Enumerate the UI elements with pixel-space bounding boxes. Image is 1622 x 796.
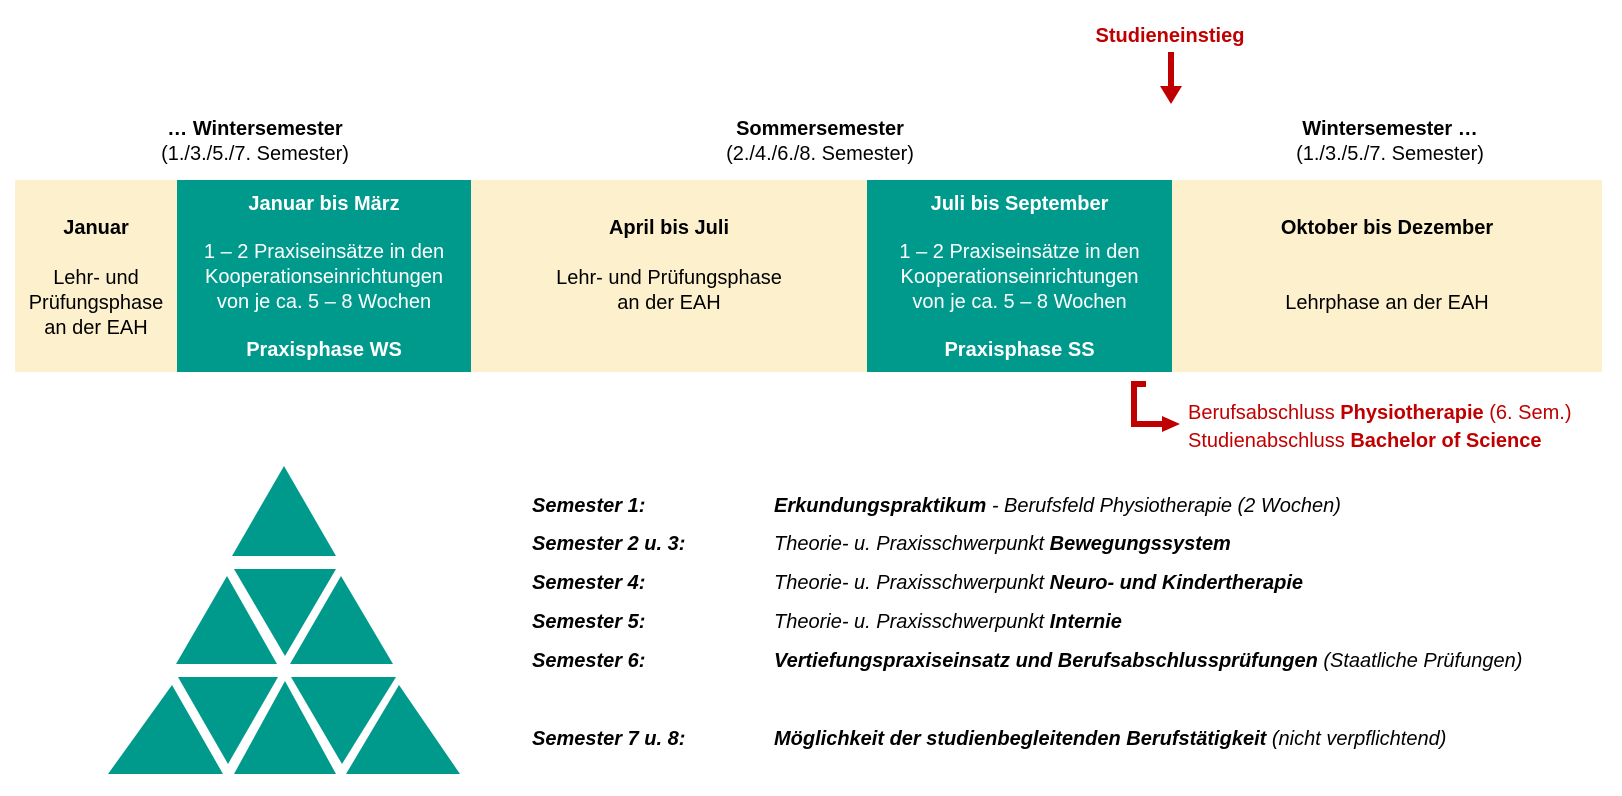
block-title: Januar bis März xyxy=(248,193,400,215)
degree-bracket-arrow-icon xyxy=(1131,381,1180,432)
degree-line-profession: Berufsabschluss Physiotherapie (6. Sem.) xyxy=(1188,402,1572,424)
block-text: an der EAH xyxy=(617,292,721,314)
block-text: 1 – 2 Praxiseinsätze in den xyxy=(899,241,1140,263)
block-text: von je ca. 5 – 8 Wochen xyxy=(912,291,1127,313)
semester-detail: (1./3./5./7. Semester) xyxy=(161,143,349,165)
block-october-december: Oktober bis Dezember Lehrphase an der EA… xyxy=(1172,180,1602,372)
legend-label: Semester 6: xyxy=(532,650,646,672)
block-text: Kooperationseinrichtungen xyxy=(205,266,443,288)
block-text: Lehr- und xyxy=(53,267,139,289)
block-title: Oktober bis Dezember xyxy=(1280,217,1494,239)
legend-desc: Vertiefungspraxiseinsatz und Berufsabsch… xyxy=(774,650,1523,672)
degree-line-bachelor: Studienabschluss Bachelor of Science xyxy=(1188,430,1542,452)
semester-name: … Wintersemester xyxy=(167,118,343,140)
block-title: Juli bis September xyxy=(930,193,1109,215)
block-praxis-ss: Juli bis September 1 – 2 Praxiseinsätze … xyxy=(867,180,1172,372)
semester-name: Sommersemester xyxy=(736,118,904,140)
semester-name: Wintersemester … xyxy=(1302,118,1478,140)
legend-label: Semester 7 u. 8: xyxy=(532,728,686,750)
entry-arrow-icon xyxy=(1160,52,1182,104)
legend-desc: Möglichkeit der studienbegleitenden Beru… xyxy=(774,728,1447,750)
legend-desc: Theorie- u. Praxisschwerpunkt Neuro- und… xyxy=(774,572,1304,594)
entry-label: Studieneinstieg xyxy=(1095,25,1245,47)
legend-desc: Theorie- u. Praxisschwerpunkt Bewegungss… xyxy=(774,533,1231,555)
semester-header-ss: Sommersemester (2./4./6./8. Semester) xyxy=(670,117,970,167)
block-title: April bis Juli xyxy=(608,217,730,239)
legend-desc: Theorie- u. Praxisschwerpunkt Internie xyxy=(774,611,1122,633)
block-text: 1 – 2 Praxiseinsätze in den xyxy=(203,241,445,263)
block-text: Lehrphase an der EAH xyxy=(1285,292,1489,314)
block-text: Lehr- und Prüfungsphase xyxy=(556,267,782,289)
legend-label: Semester 1: xyxy=(532,495,646,517)
block-text: Prüfungsphase xyxy=(28,292,164,314)
block-praxis-ws: Januar bis März 1 – 2 Praxiseinsätze in … xyxy=(177,180,471,372)
block-title: Januar xyxy=(63,217,129,239)
legend-label: Semester 5: xyxy=(532,611,646,633)
semester-detail: (2./4./6./8. Semester) xyxy=(726,143,914,165)
legend-desc: Erkundungspraktikum - Berufsfeld Physiot… xyxy=(774,495,1341,517)
legend-label: Semester 4: xyxy=(532,572,646,594)
semester-header-ws-right: Wintersemester … (1./3./5./7. Semester) xyxy=(1250,117,1530,167)
semester-header-ws-left: … Wintersemester (1./3./5./7. Semester) xyxy=(115,117,395,167)
block-footer: Praxisphase SS xyxy=(944,339,1095,361)
semester-detail: (1./3./5./7. Semester) xyxy=(1296,143,1484,165)
block-april-july: April bis Juli Lehr- und Prüfungsphase a… xyxy=(471,180,867,372)
degree-text: Berufsabschluss Physiotherapie (6. Sem.)… xyxy=(1188,399,1571,455)
legend-label: Semester 2 u. 3: xyxy=(532,533,686,555)
block-text: von je ca. 5 – 8 Wochen xyxy=(216,291,432,313)
block-text: an der EAH xyxy=(44,317,148,339)
triangle-pyramid-logo-icon xyxy=(108,466,460,774)
block-footer: Praxisphase WS xyxy=(246,339,402,361)
block-text: Kooperationseinrichtungen xyxy=(900,266,1139,288)
block-january: Januar Lehr- und Prüfungsphase an der EA… xyxy=(15,180,177,372)
